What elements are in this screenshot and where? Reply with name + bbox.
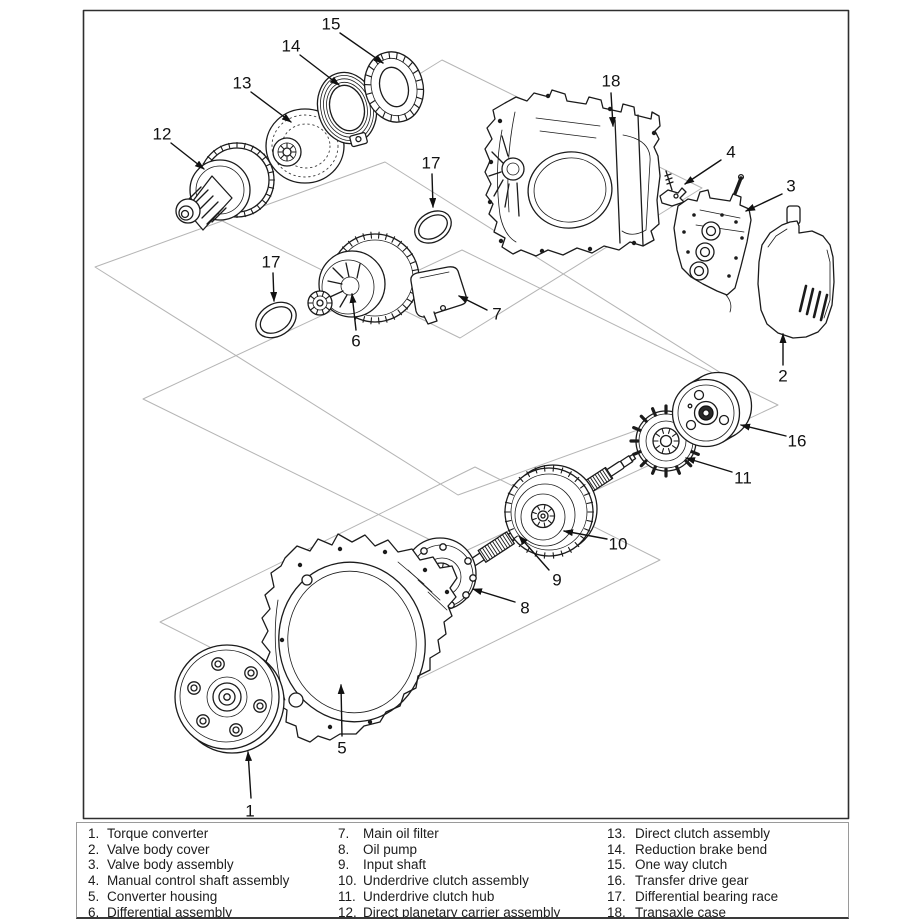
part-15-one-way-clutch xyxy=(363,51,425,123)
legend-item: 5.Converter housing xyxy=(88,888,218,904)
legend-column-1: 1.Torque converter 2.Valve body cover 3.… xyxy=(88,826,290,919)
callout-16: 16 xyxy=(740,423,807,451)
svg-text:6: 6 xyxy=(351,332,360,351)
callout-17-left: 17 xyxy=(262,253,281,302)
part-12-direct-planetary-carrier xyxy=(175,141,276,231)
part-6-differential-assembly xyxy=(307,231,420,325)
diagram-frame xyxy=(82,9,850,820)
legend-column-2: 7.Main oil filter 8.Oil pump 9.Input sha… xyxy=(338,826,561,919)
legend-item: 13.Direct clutch assembly xyxy=(607,826,771,841)
part-17-bearing-race-left xyxy=(255,301,297,339)
legend-item: 10.Underdrive clutch assembly xyxy=(338,873,529,889)
callout-3: 3 xyxy=(745,177,796,212)
torque-converter-bolts xyxy=(187,657,267,737)
callout-13: 13 xyxy=(233,74,292,123)
part-1-torque-converter xyxy=(174,644,285,754)
legend-item: 3.Valve body assembly xyxy=(88,857,234,873)
svg-text:17: 17 xyxy=(422,154,441,173)
legend-item: 6.Differential assembly xyxy=(88,904,233,919)
callouts: 15 14 13 12 17 17 6 7 18 4 xyxy=(153,15,807,821)
svg-text:9: 9 xyxy=(552,571,561,590)
legend-item: 16.Transfer drive gear xyxy=(607,873,749,889)
part-17-bearing-race-right xyxy=(414,210,452,244)
part-16-transfer-drive-gear xyxy=(671,371,753,448)
svg-text:14: 14 xyxy=(282,37,301,56)
callout-12: 12 xyxy=(153,125,205,170)
svg-text:8: 8 xyxy=(520,599,529,618)
legend-item: 14.Reduction brake bend xyxy=(607,841,768,857)
parts-legend: 1.Torque converter 2.Valve body cover 3.… xyxy=(76,822,849,919)
callout-10: 10 xyxy=(563,529,628,554)
legend-item: 12.Direct planetary carrier assembly xyxy=(338,904,561,919)
svg-text:17: 17 xyxy=(262,253,281,272)
callout-5: 5 xyxy=(337,684,347,758)
legend-item: 8.Oil pump xyxy=(338,841,418,857)
legend-column-3: 13.Direct clutch assembly 14.Reduction b… xyxy=(607,826,779,919)
svg-text:7: 7 xyxy=(492,305,501,324)
callout-17-right: 17 xyxy=(422,154,441,208)
part-5-converter-housing xyxy=(261,533,458,743)
callout-2: 2 xyxy=(778,333,788,386)
legend-item: 15.One way clutch xyxy=(607,857,728,873)
part-3-valve-body-assembly xyxy=(673,173,752,313)
svg-text:10: 10 xyxy=(609,535,628,554)
callout-18: 18 xyxy=(602,72,621,127)
svg-text:16: 16 xyxy=(788,432,807,451)
svg-text:2: 2 xyxy=(778,367,787,386)
legend-item: 9.Input shaft xyxy=(338,857,427,873)
svg-text:15: 15 xyxy=(322,15,341,34)
callout-14: 14 xyxy=(282,37,340,86)
svg-text:11: 11 xyxy=(734,469,752,488)
callout-6: 6 xyxy=(349,293,361,351)
callout-7: 7 xyxy=(458,295,502,324)
callout-15: 15 xyxy=(322,15,384,64)
svg-text:5: 5 xyxy=(337,739,346,758)
part-2-valve-body-cover xyxy=(757,205,835,339)
callout-8: 8 xyxy=(472,588,530,618)
part-7-main-oil-filter xyxy=(410,266,468,325)
legend-item: 7.Main oil filter xyxy=(338,826,439,841)
svg-text:18: 18 xyxy=(602,72,621,91)
svg-text:1: 1 xyxy=(245,802,254,821)
legend-item: 11.Underdrive clutch hub xyxy=(338,888,495,904)
part-18-transaxle-case xyxy=(484,89,661,257)
part-4-manual-control-shaft xyxy=(659,170,687,207)
legend-item: 4.Manual control shaft assembly xyxy=(88,873,290,889)
callout-11: 11 xyxy=(685,457,752,488)
svg-text:13: 13 xyxy=(233,74,252,93)
legend-item: 17.Differential bearing race xyxy=(607,888,779,904)
legend-item: 18.Transaxle case xyxy=(607,904,727,919)
part-10-underdrive-clutch xyxy=(503,464,598,559)
svg-text:12: 12 xyxy=(153,125,172,144)
callout-4: 4 xyxy=(684,143,736,185)
svg-text:3: 3 xyxy=(786,177,795,196)
callout-1: 1 xyxy=(245,751,255,821)
svg-text:4: 4 xyxy=(726,143,735,162)
callout-9: 9 xyxy=(518,535,562,590)
legend-item: 1.Torque converter xyxy=(88,826,209,841)
legend-item: 2.Valve body cover xyxy=(88,841,210,857)
